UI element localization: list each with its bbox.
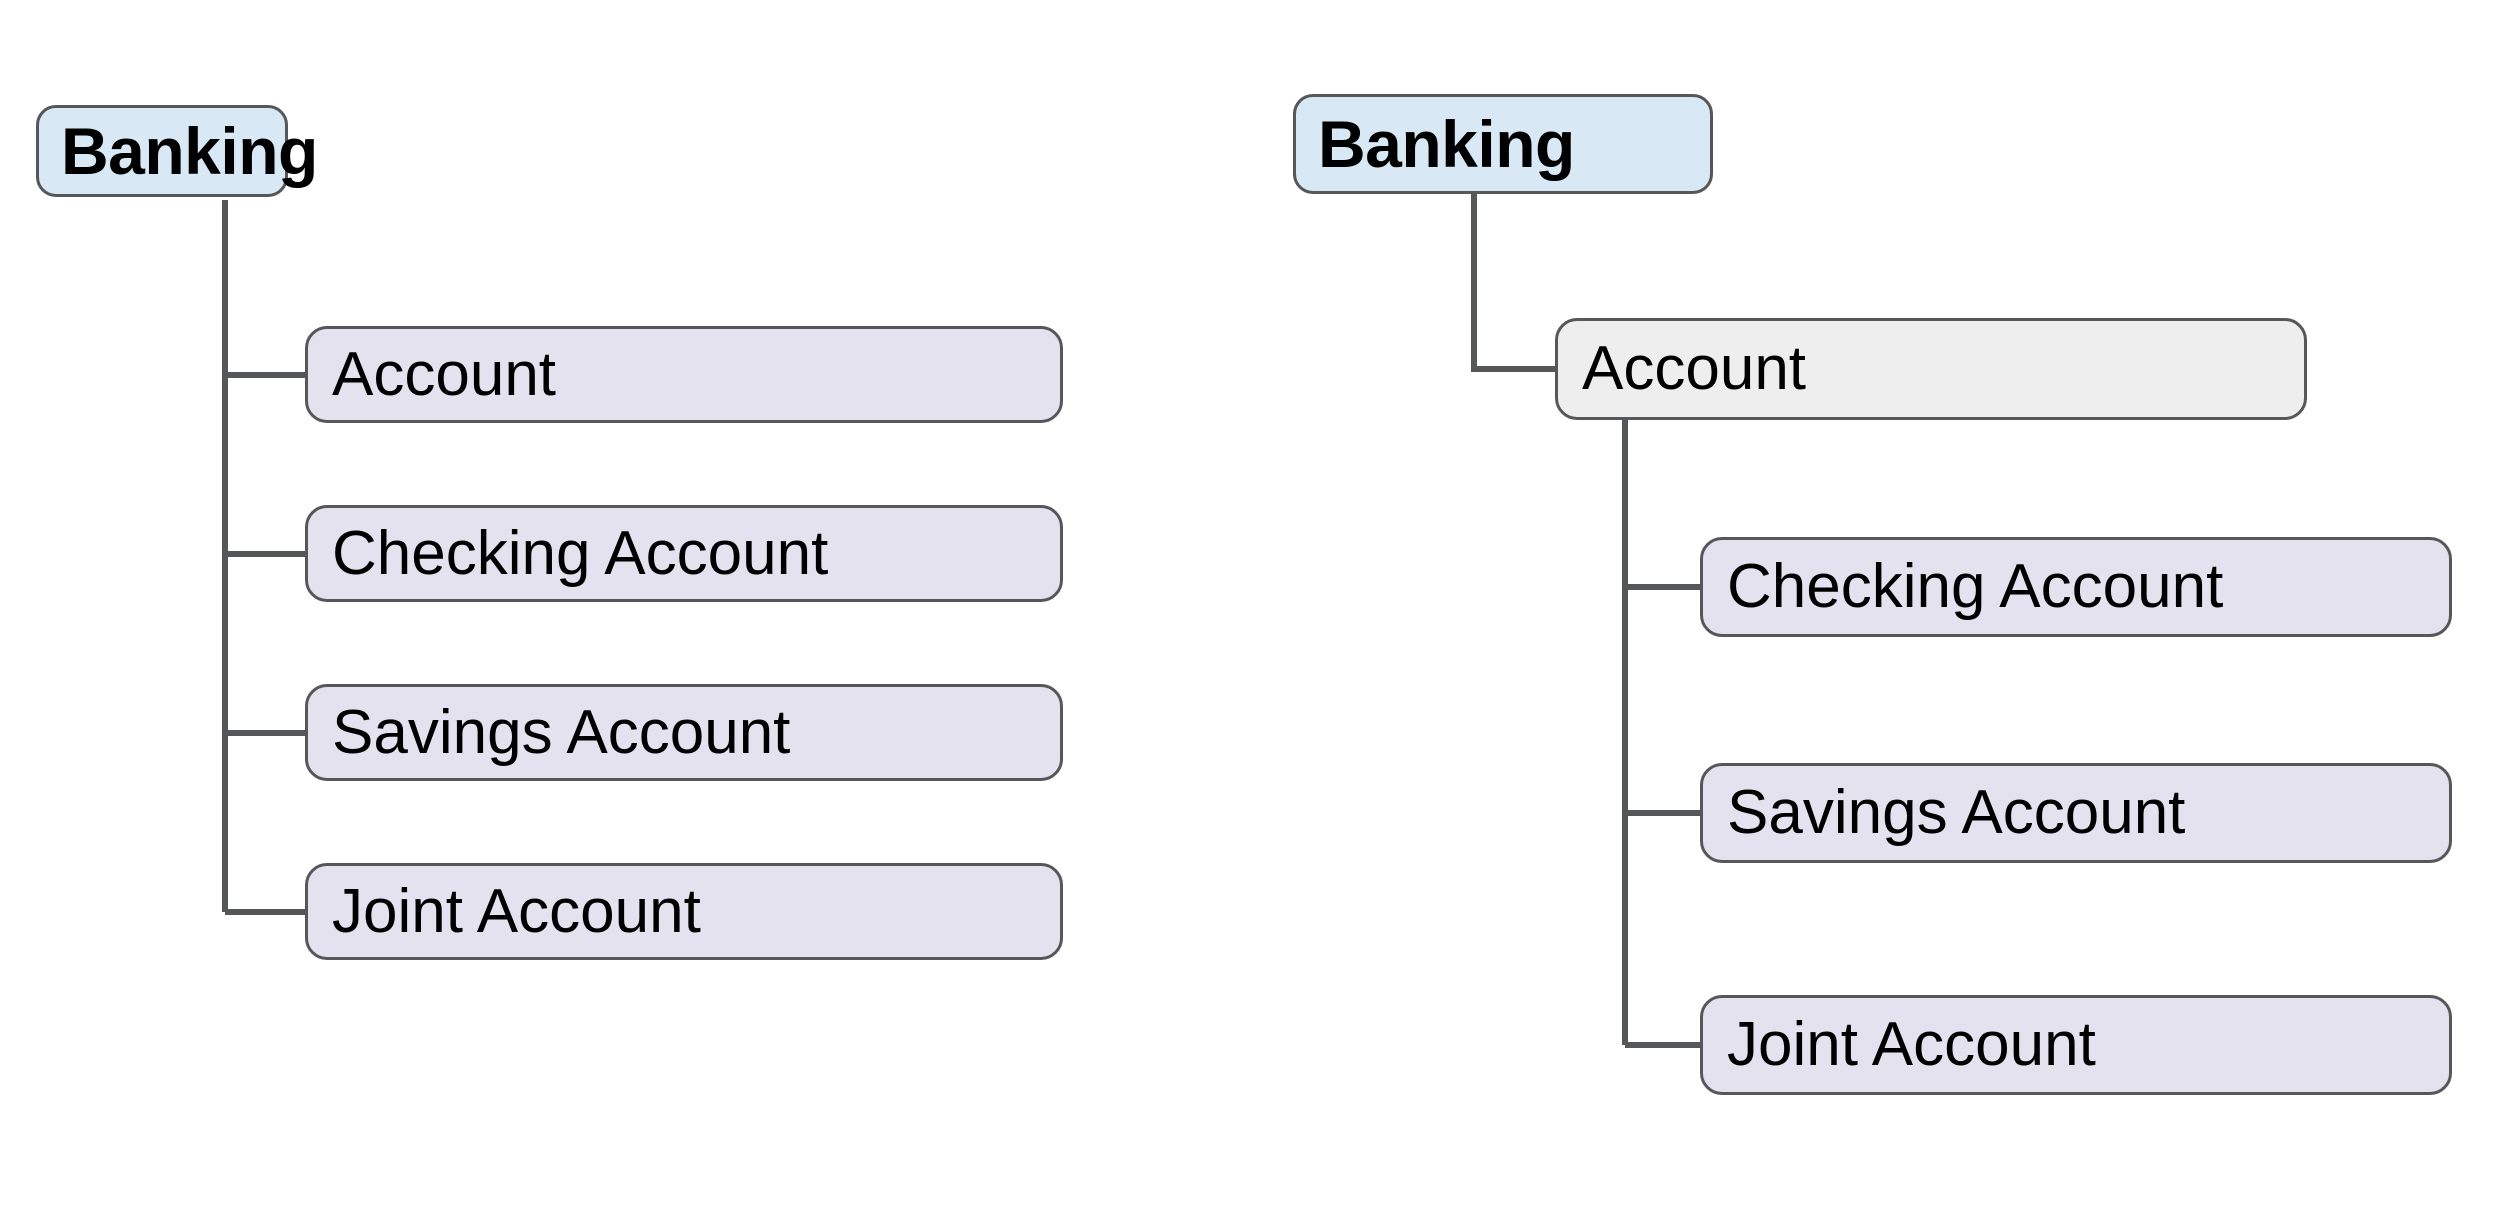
node-savings-account-left[interactable]: Savings Account	[305, 684, 1063, 781]
node-savings-account-right[interactable]: Savings Account	[1700, 763, 2452, 863]
node-label: Banking	[1318, 107, 1575, 181]
node-label: Savings Account	[1727, 778, 2186, 847]
node-label: Banking	[61, 114, 318, 188]
node-label: Joint Account	[332, 876, 701, 946]
node-checking-account-left[interactable]: Checking Account	[305, 505, 1063, 602]
node-label: Savings Account	[332, 697, 791, 767]
node-label: Account	[332, 339, 557, 409]
node-banking-right[interactable]: Banking	[1293, 94, 1713, 194]
node-label: Joint Account	[1727, 1010, 2096, 1079]
node-label: Checking Account	[1727, 552, 2224, 621]
node-joint-account-left[interactable]: Joint Account	[305, 863, 1063, 960]
node-account-right[interactable]: Account	[1555, 318, 2307, 420]
node-joint-account-right[interactable]: Joint Account	[1700, 995, 2452, 1095]
node-label: Checking Account	[332, 518, 829, 588]
node-banking-left[interactable]: Banking	[36, 105, 318, 197]
node-label: Account	[1582, 334, 1807, 403]
node-account-left[interactable]: Account	[305, 326, 1063, 423]
node-checking-account-right[interactable]: Checking Account	[1700, 537, 2452, 637]
